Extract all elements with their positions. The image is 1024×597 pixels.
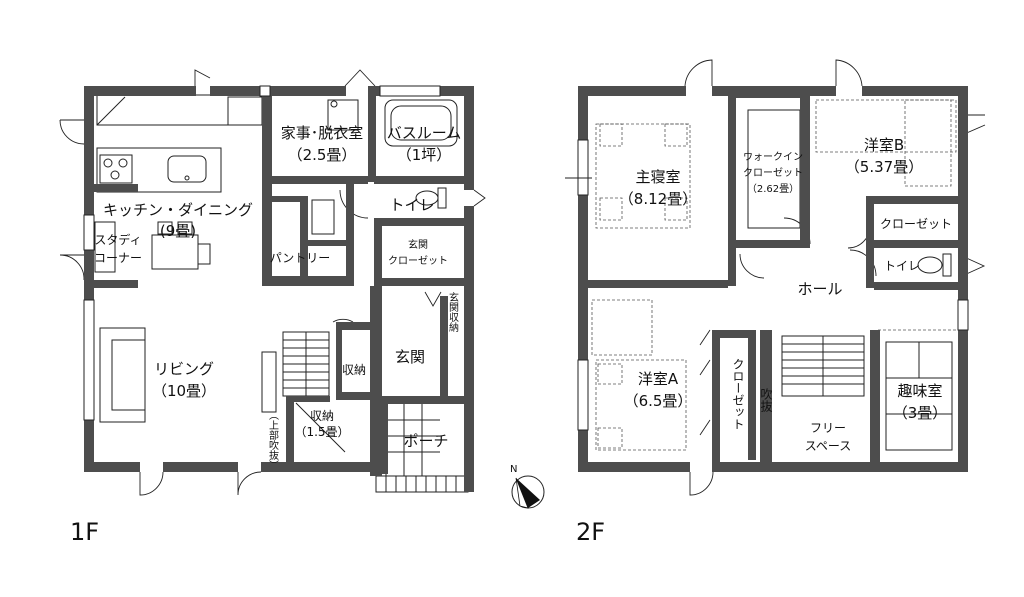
porch-label: ポーチ <box>403 432 448 450</box>
closet-a-label: クローゼット <box>731 358 745 430</box>
compass-icon: N <box>510 464 545 509</box>
compass-north-label: N <box>510 464 517 475</box>
western-b-label: 洋室B <box>864 136 904 154</box>
second-floor-stairs <box>781 335 865 397</box>
study-corner-label-line1: スタディ <box>94 232 141 247</box>
western-a-size: （6.5畳） <box>624 392 693 410</box>
storage2-label: 収納 <box>310 409 334 423</box>
bath-room-label: バスルーム <box>387 124 462 142</box>
back-cabinet <box>96 94 263 126</box>
first-floor-walls <box>84 86 474 492</box>
utility-room-label: 家事･脱衣室 <box>281 124 364 142</box>
master-bedroom-size: （8.12畳） <box>619 190 697 208</box>
dining-table <box>151 234 199 270</box>
washer-icon <box>327 99 359 131</box>
burner-icon <box>118 158 128 168</box>
burner-icon <box>103 158 113 168</box>
stove-icon <box>99 154 133 184</box>
bathtub-icon <box>384 99 458 147</box>
walkin-closet-label-line2: クローゼット <box>743 167 803 179</box>
western-a-desk <box>591 299 653 356</box>
study-desk <box>94 221 116 273</box>
first-floor-plan: 家事･脱衣室 （2.5畳） バスルーム （1坪） トイレ キッチン・ダイニング … <box>59 69 486 546</box>
entrance-storage-label: 玄関収納 <box>447 291 459 333</box>
master-bedroom-label: 主寝室 <box>635 168 680 186</box>
free-space-label-line2: スペース <box>805 439 852 453</box>
first-floor-windows <box>83 85 441 421</box>
first-floor-label: 1F <box>70 518 99 546</box>
master-bed-outline <box>595 123 691 229</box>
sofa <box>99 327 146 423</box>
hobby-room-size: （3畳） <box>893 404 948 422</box>
kitchen-dining-label: キッチン・ダイニング <box>103 201 253 219</box>
entrance-closet-label-line2: クローゼット <box>388 255 448 267</box>
sink-icon <box>167 155 207 183</box>
second-floor-plan: 主寝室 （8.12畳） ウォークイン クローゼット （2.62畳） 洋室B （5… <box>565 59 986 546</box>
second-floor-label: 2F <box>576 518 605 546</box>
hall-label: ホール <box>797 280 842 298</box>
sofa-seat <box>111 339 146 411</box>
hobby-room-label: 趣味室 <box>897 382 942 400</box>
western-b-furniture <box>815 99 957 153</box>
pantry-label: パントリー <box>270 251 331 265</box>
fridge-space <box>227 96 263 126</box>
burner-icon <box>110 170 120 180</box>
first-floor-stairs <box>282 331 346 453</box>
free-space-label-line1: フリー <box>810 421 846 435</box>
living-label: リビング <box>154 360 214 378</box>
utility-room-size: （2.5畳） <box>288 146 357 164</box>
entrance-closet-label-line1: 玄関 <box>408 238 428 251</box>
stair-void-note: （上部吹抜） <box>267 410 279 470</box>
chair-icon <box>197 243 211 265</box>
entrance-label: 玄関 <box>395 348 425 366</box>
western-a-bed <box>595 359 687 451</box>
toilet-icon-2f <box>917 256 943 274</box>
walkin-closet-size: （2.62畳） <box>747 183 799 195</box>
toilet-tank <box>437 187 447 209</box>
toilet-tank-2f <box>942 253 952 277</box>
chair-icon <box>177 221 193 235</box>
walkin-closet-label-line1: ウォークイン <box>743 151 803 163</box>
western-b-size: （5.37畳） <box>845 158 923 176</box>
storage2-size: （1.5畳） <box>294 425 349 439</box>
second-floor-windows <box>565 139 969 431</box>
kitchen-counter <box>96 147 222 193</box>
second-floor-walls <box>578 86 968 472</box>
chair-icon <box>157 221 173 235</box>
washbasin-icon <box>311 199 335 235</box>
closet-b-label: クローゼット <box>880 217 952 231</box>
tatami-mats <box>885 341 953 451</box>
toilet-2f-label: トイレ <box>884 259 920 273</box>
toilet-1f-label: トイレ <box>389 196 434 214</box>
faucet-icon <box>184 175 190 181</box>
void-label: 吹抜 <box>759 388 773 413</box>
toilet-icon <box>415 190 439 206</box>
tv-board <box>261 351 277 413</box>
study-corner-label-line2: コーナー <box>94 251 142 265</box>
living-size: （10畳） <box>152 382 216 400</box>
storage-label: 収納 <box>342 363 366 377</box>
western-a-label: 洋室A <box>638 370 679 388</box>
kitchen-dining-size: (9畳) <box>160 222 196 240</box>
bath-room-size: （1坪） <box>397 146 452 164</box>
